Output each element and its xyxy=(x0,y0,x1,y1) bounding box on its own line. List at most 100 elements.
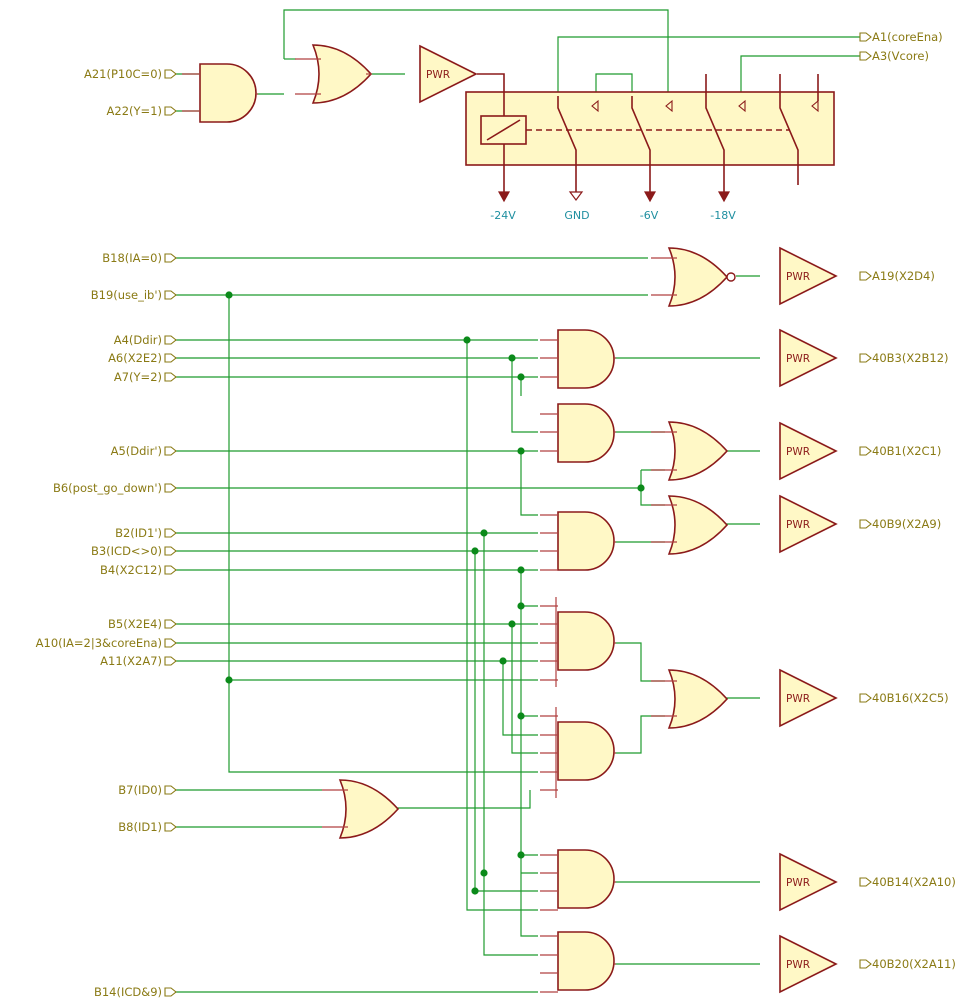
or-gate-id xyxy=(338,779,400,839)
pwr-buffer-40b1-label: PWR xyxy=(786,446,810,458)
wire-b6-to-or xyxy=(640,470,665,506)
wire-and5-out xyxy=(614,715,665,754)
and-gate-top xyxy=(199,63,257,123)
junction-dot xyxy=(517,712,525,720)
bus-a6-to-and2 xyxy=(511,358,538,433)
pwr-buffer-a19 xyxy=(779,246,838,306)
input-port xyxy=(164,69,177,79)
input-label-b14: B14(ICD&9) xyxy=(94,985,162,999)
and-gate-1 xyxy=(557,329,615,389)
input-port xyxy=(164,290,177,300)
rail-label-m6: -6V xyxy=(640,209,659,222)
nor-gate xyxy=(667,247,729,307)
vcore-wire xyxy=(740,55,860,96)
ports xyxy=(164,32,872,997)
bus-b5 xyxy=(511,624,538,754)
output-label-40b1: 40B1(X2C1) xyxy=(872,444,941,458)
input-port xyxy=(164,565,177,575)
coreena-wire xyxy=(557,36,860,96)
output-label-a3: A3(Vcore) xyxy=(872,49,929,63)
input-label-a4: A4(Ddir) xyxy=(114,333,162,347)
junction-dot xyxy=(480,869,488,877)
pwr-buffer-40b1 xyxy=(779,421,838,481)
input-port xyxy=(164,638,177,648)
relay-contact-mark xyxy=(591,99,599,113)
relay-switch-4 xyxy=(779,74,799,185)
pwr-buffer-40b9 xyxy=(779,494,838,554)
pwr-buffer-40b14 xyxy=(779,852,838,912)
input-port xyxy=(164,253,177,263)
bus-a4 xyxy=(466,340,538,911)
bus-b2 xyxy=(483,533,538,956)
pwr-buffer-a19-label: PWR xyxy=(786,271,810,283)
output-label-a19: A19(X2D4) xyxy=(872,269,935,283)
input-label-a10: A10(IA=2|3&coreEna) xyxy=(36,636,162,650)
or-gate-top xyxy=(311,44,373,104)
input-port xyxy=(164,528,177,538)
or-gate-3 xyxy=(667,669,729,729)
input-label-b4: B4(X2C12) xyxy=(100,563,162,577)
pwr-buffer-40b16 xyxy=(779,668,838,728)
junction-dot xyxy=(480,529,488,537)
input-port xyxy=(164,656,177,666)
input-port xyxy=(164,483,177,493)
relay-contact-mark xyxy=(811,99,819,113)
junction-dot xyxy=(225,291,233,299)
relay-coil-feed xyxy=(477,73,505,116)
wire-and4-out xyxy=(614,642,665,682)
and-gate-6 xyxy=(557,849,615,909)
junction-dot xyxy=(225,676,233,684)
input-label-a22: A22(Y=1) xyxy=(107,104,162,118)
bus-a5 xyxy=(520,451,538,516)
or-gate-1 xyxy=(667,421,729,481)
input-label-b18: B18(IA=0) xyxy=(102,251,162,265)
input-label-a11: A11(X2A7) xyxy=(100,654,162,668)
junction-dot xyxy=(517,851,525,859)
junction-dot xyxy=(508,620,516,628)
output-label-40b3: 40B3(X2B12) xyxy=(872,351,949,365)
input-port xyxy=(164,987,177,997)
output-port xyxy=(859,51,872,61)
pwr-buffer-40b9-label: PWR xyxy=(786,519,810,531)
and-gate-2 xyxy=(557,403,615,463)
and-gate-5 xyxy=(557,721,615,781)
input-port xyxy=(164,335,177,345)
output-port xyxy=(859,877,872,887)
junction-dot xyxy=(471,887,479,895)
input-port xyxy=(164,822,177,832)
or-gate-2 xyxy=(667,495,729,555)
relay-contact-mark xyxy=(738,99,746,113)
pwr-buffer-40b14-label: PWR xyxy=(786,877,810,889)
pwr-buffer-40b16-label: PWR xyxy=(786,693,810,705)
input-label-b19: B19(use_ib') xyxy=(91,288,162,302)
input-label-b5: B5(X2E4) xyxy=(108,617,162,631)
relay-contact-mark xyxy=(665,99,673,113)
output-port xyxy=(859,353,872,363)
wire-or-id xyxy=(380,790,531,809)
bus-b19 xyxy=(228,295,538,773)
and-gate-7 xyxy=(557,931,615,991)
pwr-buffer-40b20 xyxy=(779,934,838,994)
output-label-a1: A1(coreEna) xyxy=(872,30,943,44)
junction-dot xyxy=(517,602,525,610)
junction-dot xyxy=(463,336,471,344)
input-port xyxy=(164,106,177,116)
input-label-a6: A6(X2E2) xyxy=(108,351,162,365)
rail-m18-arrow xyxy=(717,191,731,203)
pwr-buffer-40b3-label: PWR xyxy=(786,353,810,365)
output-port xyxy=(859,519,872,529)
rail-label-m24: -24V xyxy=(490,209,516,222)
input-label-b3: B3(ICD<>0) xyxy=(91,544,162,558)
input-label-b2: B2(ID1') xyxy=(115,526,162,540)
output-port xyxy=(859,271,872,281)
rail-label-gnd: GND xyxy=(564,209,589,222)
junction-dot xyxy=(517,447,525,455)
output-label-40b16: 40B16(X2C5) xyxy=(872,691,949,705)
relay-module xyxy=(465,73,835,203)
junctions xyxy=(225,291,645,895)
pwr-buffer-40b3 xyxy=(779,328,838,388)
feedback-wire xyxy=(283,9,669,96)
input-port xyxy=(164,619,177,629)
pwr-buffer-40b20-label: PWR xyxy=(786,959,810,971)
